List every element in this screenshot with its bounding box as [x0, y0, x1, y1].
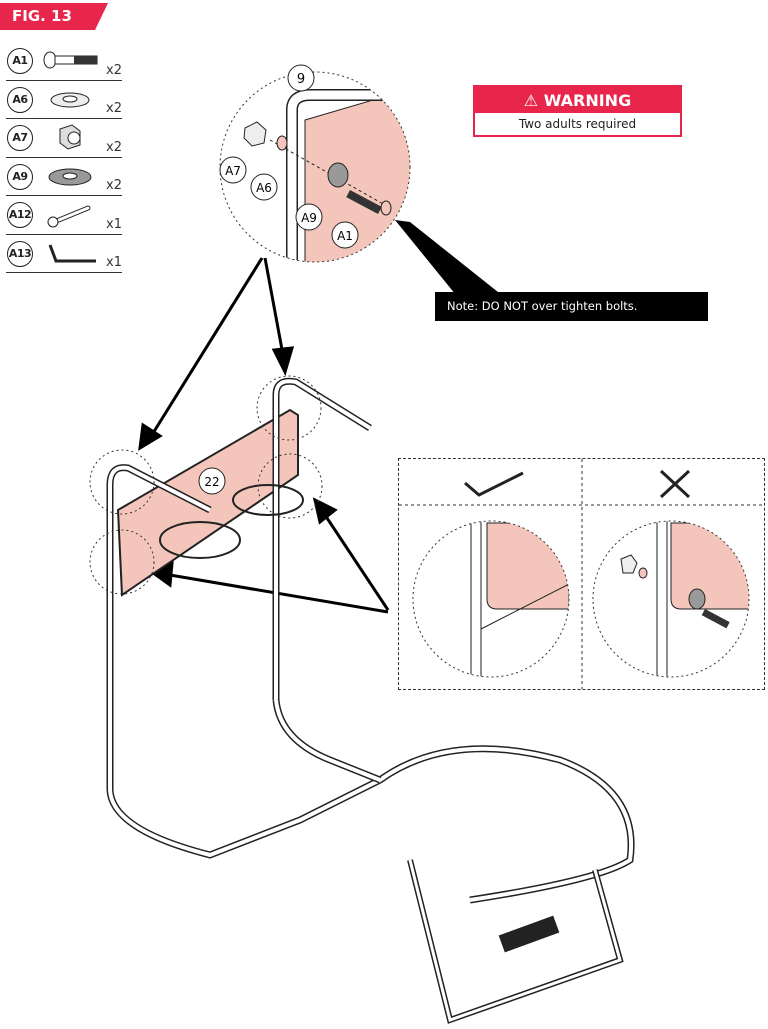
- part-id: A7: [7, 125, 33, 151]
- parts-list: A1 x2 A6 x2 A7 x2 A9 x2 A12 x1 A13 x1: [6, 42, 122, 273]
- callout-large-washer: A9: [301, 211, 317, 225]
- part-id: A1: [7, 48, 33, 74]
- part-row: A7 x2: [6, 119, 122, 158]
- part-row: A13 x1: [6, 235, 122, 273]
- part-id: A9: [7, 163, 33, 190]
- washer-icon: [50, 92, 90, 107]
- figure-label: FIG. 13: [0, 3, 108, 30]
- part-row: A6 x2: [6, 81, 122, 119]
- cross-icon: [659, 469, 691, 499]
- note-box: Note: DO NOT over tighten bolts.: [435, 292, 708, 321]
- highlight-circles: [89, 375, 323, 595]
- allen-key-icon: [48, 243, 96, 262]
- arrows: [138, 257, 390, 614]
- backboard-label: 22: [204, 475, 219, 489]
- callout-nut: A7: [225, 164, 241, 178]
- incorrect-detail: [620, 521, 749, 677]
- note-pointer: [395, 220, 508, 300]
- part-qty: x2: [106, 178, 122, 193]
- callout-washer: A6: [256, 181, 272, 195]
- callout-tube: 9: [297, 72, 305, 87]
- part-row: A9 x2: [6, 158, 122, 196]
- warning-box: ⚠ WARNING Two adults required: [473, 85, 682, 137]
- part-qty: x2: [106, 139, 122, 155]
- lock-nut-icon: [59, 124, 81, 150]
- checkmark-icon: [464, 471, 524, 497]
- part-qty: x2: [106, 62, 122, 78]
- part-id: A13: [7, 240, 33, 267]
- hoop-frame: [106, 377, 635, 1024]
- warning-title: WARNING: [543, 91, 632, 110]
- correct-detail: [470, 521, 569, 677]
- part-qty: x2: [106, 101, 122, 116]
- part-id: A6: [7, 86, 33, 113]
- wrench-icon: [47, 205, 91, 228]
- bolt-icon: [43, 51, 98, 69]
- part-row: A12 x1: [6, 196, 122, 235]
- part-id: A12: [7, 202, 33, 228]
- part-qty: x1: [106, 255, 122, 270]
- warning-text: Two adults required: [518, 117, 637, 131]
- part-row: A1 x2: [6, 42, 122, 81]
- large-washer-icon: [48, 168, 92, 185]
- part-qty: x1: [106, 216, 122, 232]
- logo: [498, 915, 560, 953]
- warning-icon: ⚠: [523, 91, 544, 110]
- correct-incorrect-comparison: [398, 458, 765, 690]
- callout-bolt: A1: [337, 229, 353, 243]
- detail-zoom-circle: 9 A7 A6 A9 A1: [219, 64, 411, 263]
